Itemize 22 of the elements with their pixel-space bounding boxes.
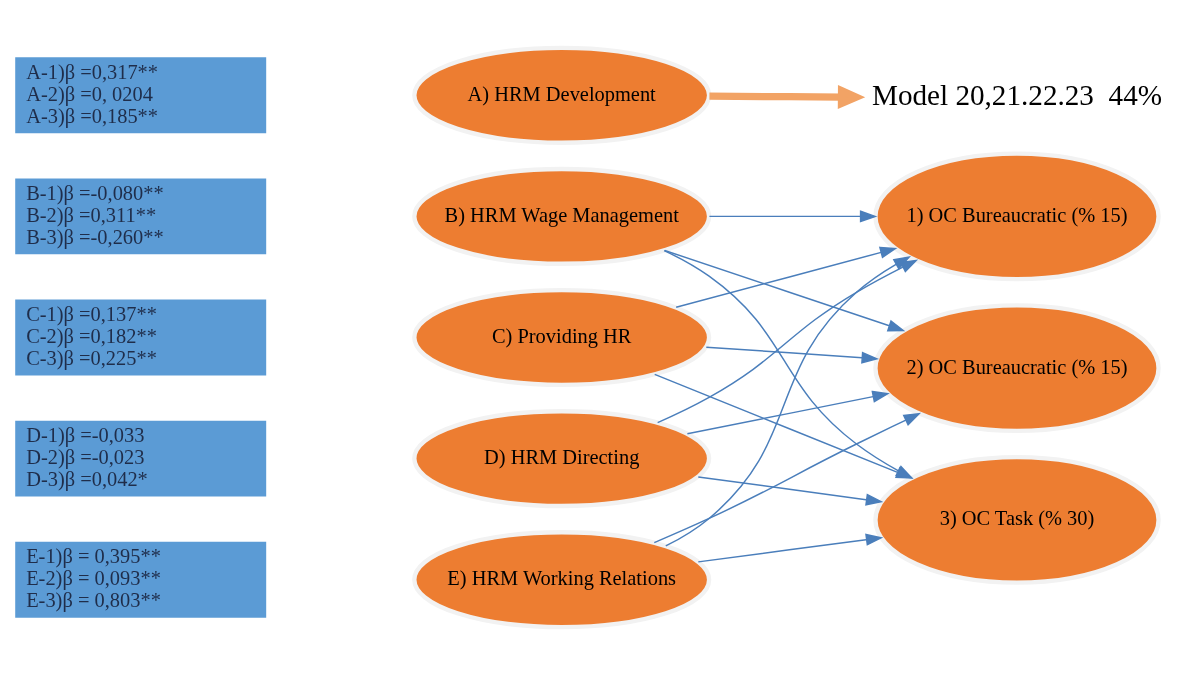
node-ellipse: A) HRM Development: [412, 45, 712, 145]
arrow: [705, 346, 880, 364]
node-ellipse: 3) OC Task (% 30): [873, 454, 1161, 585]
node-ellipse: E) HRM Working Relations: [412, 530, 712, 630]
arrow: [653, 412, 922, 544]
arrow: [686, 390, 890, 435]
node-box: D-1)β =-0,033 D-2)β =-0,023 D-3)β =0,042*: [13, 419, 268, 499]
node-ellipse: B) HRM Wage Management: [412, 166, 712, 266]
node-box: B-1)β =-0,080** B-2)β =0,311** B-3)β =-0,260**: [13, 177, 268, 256]
node-box: E-1)β = 0,395** E-2)β = 0,093** E-3)β = 0,803**: [13, 540, 268, 620]
arrow: [697, 476, 884, 506]
arrow: [709, 85, 866, 109]
node-ellipse: 1) OC Bureaucratic (% 15): [873, 151, 1161, 282]
node-text: Model 20,21.22.23 44%: [871, 79, 1163, 112]
node-box: C-1)β =0,137** C-2)β =0,182** C-3)β =0,225**: [13, 298, 268, 377]
arrow: [675, 246, 898, 308]
node-box: A-1)β =0,317** A-2)β =0, 0204 A-3)β =0,185**: [13, 55, 268, 135]
arrow: [663, 249, 906, 332]
node-ellipse: C) Providing HR: [412, 287, 712, 388]
arrow: [708, 210, 878, 223]
arrow: [697, 533, 884, 563]
node-ellipse: D) HRM Directing: [412, 409, 712, 509]
